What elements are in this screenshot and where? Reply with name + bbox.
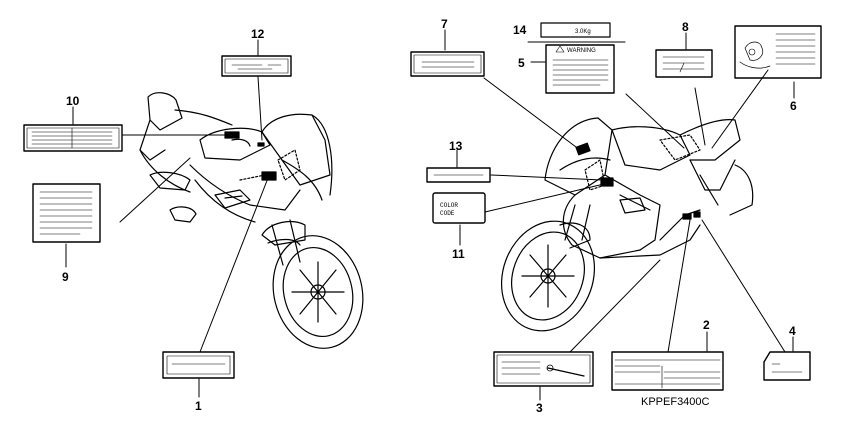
color-label-text: COLOR <box>440 202 458 209</box>
weight-label-text: 3.0Kg <box>575 29 591 35</box>
right-bike-label-mark-7 <box>575 142 591 156</box>
callout-9: 9 <box>62 270 69 284</box>
right-bike-label-mark-2 <box>682 213 692 220</box>
right-bike-label-mark-13 <box>600 177 614 187</box>
label-6 <box>734 25 822 79</box>
callout-4: 4 <box>789 324 796 338</box>
left-motorcycle-illustration <box>139 92 364 349</box>
label-2 <box>611 351 724 391</box>
callout-2: 2 <box>703 318 710 332</box>
label-10 <box>23 124 123 152</box>
callout-6: 6 <box>790 99 797 113</box>
label-1 <box>162 351 235 379</box>
callout-3: 3 <box>536 401 543 415</box>
callout-12: 12 <box>251 27 265 41</box>
left-leader-lines <box>119 76 269 353</box>
callout-11: 11 <box>452 247 465 261</box>
label-3 <box>493 351 594 387</box>
code-label-text: CODE <box>440 210 455 217</box>
callout-1: 1 <box>195 399 202 413</box>
left-bike-label-mark-1 <box>261 171 277 181</box>
diagram-code: KPPEF3400C <box>641 396 710 408</box>
label-13 <box>426 167 491 183</box>
callout-8: 8 <box>682 20 689 34</box>
left-bike-label-mark-12 <box>257 142 265 147</box>
right-motorcycle-illustration <box>500 117 754 332</box>
label-4 <box>763 351 811 381</box>
label-9 <box>32 183 101 243</box>
callout-5: 5 <box>518 56 525 70</box>
label-8 <box>655 49 713 78</box>
label-5 <box>545 44 615 94</box>
left-bike-label-mark-10 <box>224 131 240 139</box>
right-leader-lines <box>483 69 786 353</box>
callout-10: 10 <box>66 94 80 108</box>
label-7 <box>410 51 485 77</box>
label-12 <box>221 55 292 77</box>
label-11 <box>432 192 486 224</box>
callout-13: 13 <box>449 139 463 153</box>
callout-14: 14 <box>513 23 527 37</box>
right-bike-label-mark-4 <box>693 211 701 218</box>
label-14 <box>527 22 626 43</box>
callout-7: 7 <box>441 17 448 31</box>
warning-label-text: WARNING <box>567 48 596 54</box>
